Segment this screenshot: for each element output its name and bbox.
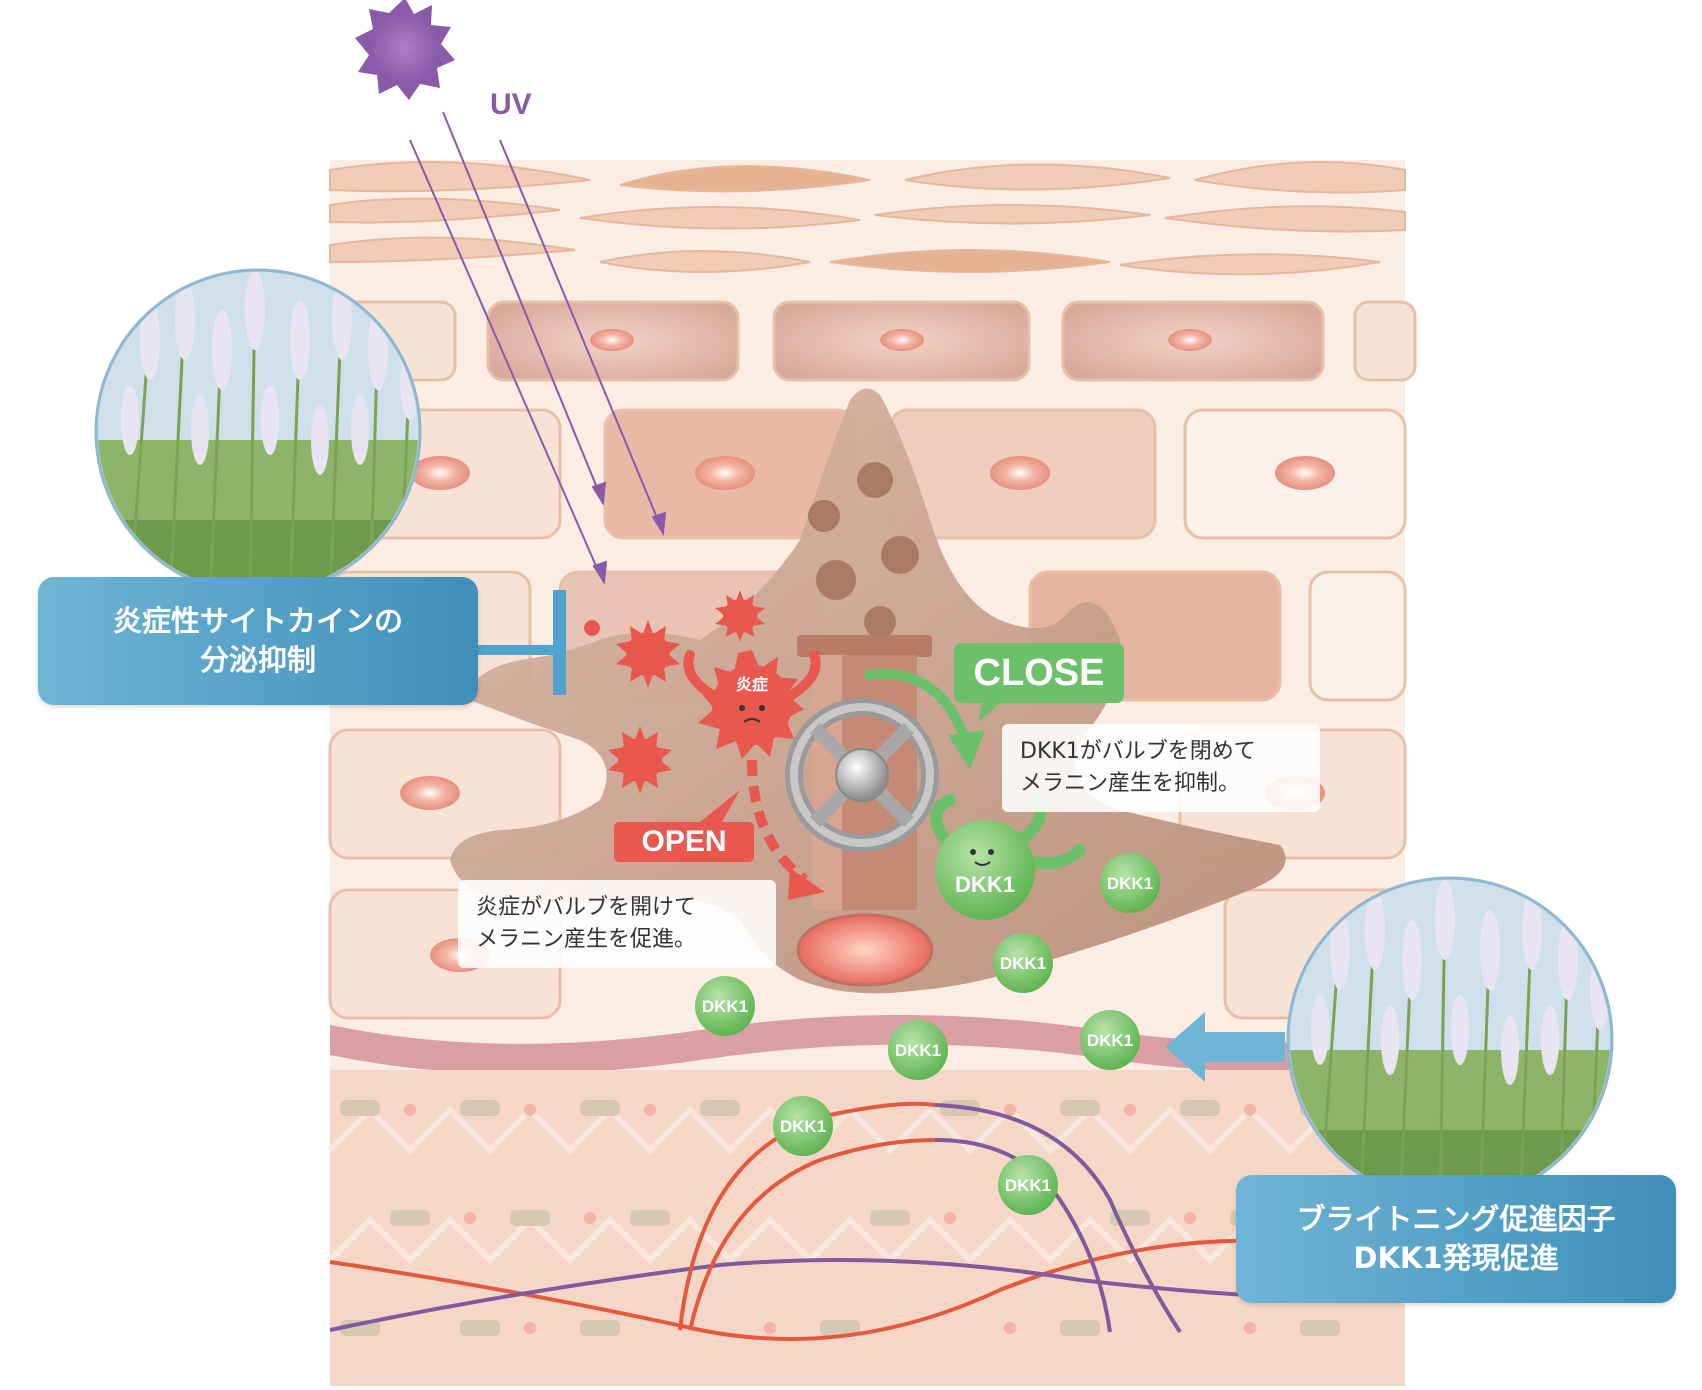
close-note-line1: DKK1がバルブを閉めて xyxy=(1020,739,1256,764)
melanosomes xyxy=(808,462,919,638)
right-label-line1: ブライトニング促進因子 xyxy=(1296,1201,1616,1236)
dkk1-particle-label: DKK1 xyxy=(780,1117,826,1136)
dkk1-particle: DKK1 xyxy=(695,976,755,1036)
dkk1-character-label: DKK1 xyxy=(955,872,1015,897)
uv-label: UV xyxy=(490,88,532,121)
dkk1-particle-ball xyxy=(998,1155,1058,1215)
close-tag: CLOSE xyxy=(973,651,1105,694)
dkk1-particle: DKK1 xyxy=(998,1155,1058,1215)
open-note-line1: 炎症がバルブを開けて xyxy=(476,895,697,920)
dkk1-particle-ball xyxy=(1080,1010,1140,1070)
close-note: DKK1がバルブを閉めて メラニン産生を抑制。 xyxy=(1002,724,1320,812)
valve-icon xyxy=(785,698,939,852)
inhibition-bar xyxy=(470,590,566,695)
left-label-box: 炎症性サイトカインの 分泌抑制 xyxy=(38,577,478,705)
dkk1-particle-label: DKK1 xyxy=(702,997,748,1016)
open-tag: OPEN xyxy=(641,825,727,858)
dkk1-character: DKK1 xyxy=(930,794,1086,920)
dkk1-particle: DKK1 xyxy=(1080,1010,1140,1070)
dkk1-particle-label: DKK1 xyxy=(1087,1031,1133,1050)
open-note-line2: メラニン産生を促進。 xyxy=(476,926,697,952)
dkk1-particle-label: DKK1 xyxy=(1000,954,1046,973)
inflammation-label: 炎症 xyxy=(736,675,768,694)
left-label-line2: 分泌抑制 xyxy=(199,643,316,677)
dkk1-particle: DKK1 xyxy=(888,1020,948,1080)
close-arrow-icon xyxy=(864,668,970,742)
dkk1-particle-label: DKK1 xyxy=(895,1041,941,1060)
dkk1-particle: DKK1 xyxy=(773,1096,833,1156)
left-label-line1: 炎症性サイトカインの xyxy=(112,603,403,638)
cytokine-particles xyxy=(584,590,765,794)
open-note: 炎症がバルブを開けて メラニン産生を促進。 xyxy=(458,880,776,968)
dkk1-particle-ball xyxy=(695,976,755,1036)
dkk1-particle: DKK1 xyxy=(993,933,1053,993)
dkk1-particle: DKK1 xyxy=(1100,853,1160,913)
uv-rays xyxy=(409,111,667,586)
inflammation-character: 炎症 xyxy=(683,650,821,759)
promotion-arrow-icon xyxy=(1165,1012,1285,1082)
dkk1-particle-label: DKK1 xyxy=(1005,1176,1051,1195)
open-tag-shape xyxy=(614,790,754,862)
close-tag-shape xyxy=(954,643,1124,722)
dkk1-particle-ball xyxy=(1100,853,1160,913)
dkk1-particle-label: DKK1 xyxy=(1107,874,1153,893)
close-note-line2: メラニン産生を抑制。 xyxy=(1020,770,1241,796)
right-label-box: ブライトニング促進因子 DKK1発現促進 xyxy=(1236,1175,1676,1303)
stratum-corneum xyxy=(329,161,1406,276)
basement-membrane xyxy=(330,1015,1405,1074)
sun-icon xyxy=(355,0,455,100)
dermis xyxy=(327,1070,1406,1390)
dkk1-particle-ball xyxy=(888,1020,948,1080)
right-label-line2: DKK1発現促進 xyxy=(1353,1241,1559,1275)
dkk1-particle-ball xyxy=(773,1096,833,1156)
dkk1-particle-ball xyxy=(993,933,1053,993)
